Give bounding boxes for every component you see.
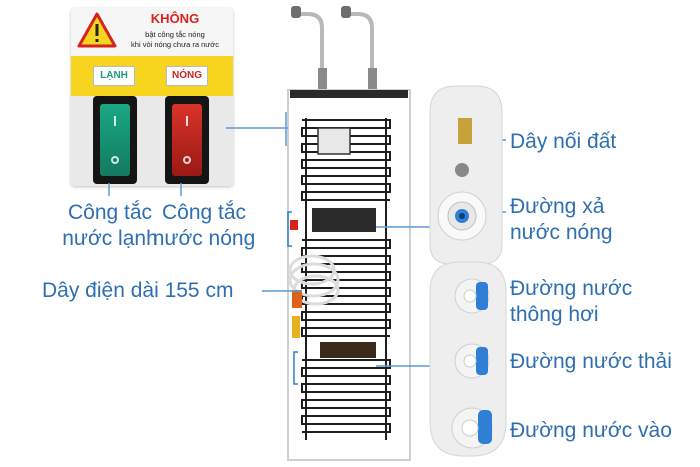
hot-water-switch[interactable] [165, 96, 209, 184]
on-mark-icon [114, 116, 116, 126]
warning-strip: KHÔNG bật công tắc nóng khi vòi nóng chư… [71, 8, 233, 56]
vent-label: Đường nước thông hơi [510, 276, 632, 328]
hot-drain-label: Đường xả nước nóng [510, 194, 613, 246]
power-cord-label: Dây điện dài 155 cm [42, 279, 234, 302]
hot-switch-label: Công tắc nước nóng [142, 200, 266, 252]
hot-switch-label-line2: nước nóng [152, 227, 256, 250]
cold-water-switch[interactable] [93, 96, 137, 184]
hot-rocker [172, 104, 202, 176]
warning-triangle-icon [77, 12, 117, 48]
cold-switch-label-line1: Công tắc [67, 201, 153, 224]
off-mark-icon [111, 156, 119, 164]
vent-fitting-icon [454, 278, 490, 314]
off-mark-icon [183, 156, 191, 164]
cold-switch-label: Công tắc nước lạnh [22, 200, 198, 252]
hot-switch-label-line1: Công tắc [161, 201, 247, 224]
on-mark-icon [186, 116, 188, 126]
ground-wire-label: Dây nối đất [510, 130, 617, 153]
cold-rocker [100, 104, 130, 176]
water-inlet-label: Đường nước vào [510, 419, 672, 442]
vent-label-line1: Đường nước [510, 277, 633, 300]
warning-line-2: khi vòi nóng chưa ra nước [131, 40, 219, 49]
cold-tag: LẠNH [93, 66, 135, 86]
waste-water-fitting-icon [454, 343, 490, 379]
waste-water-label: Đường nước thải [510, 350, 672, 373]
faucet-icon [291, 6, 377, 92]
hot-drain-label-line2: nước nóng [510, 221, 613, 244]
vent-label-line2: thông hơi [510, 303, 599, 326]
hot-tag: NÓNG [166, 66, 208, 86]
hot-drain-label-line1: Đường xả [510, 195, 605, 218]
ground-wire-terminal [458, 118, 472, 144]
cold-switch-label-line2: nước lạnh [62, 227, 158, 250]
warning-line-1: bật công tắc nóng [145, 30, 205, 39]
warning-title: KHÔNG [150, 11, 200, 26]
switch-panel: KHÔNG bật công tắc nóng khi vòi nóng chư… [71, 8, 233, 186]
water-inlet-fitting-icon [451, 407, 493, 449]
